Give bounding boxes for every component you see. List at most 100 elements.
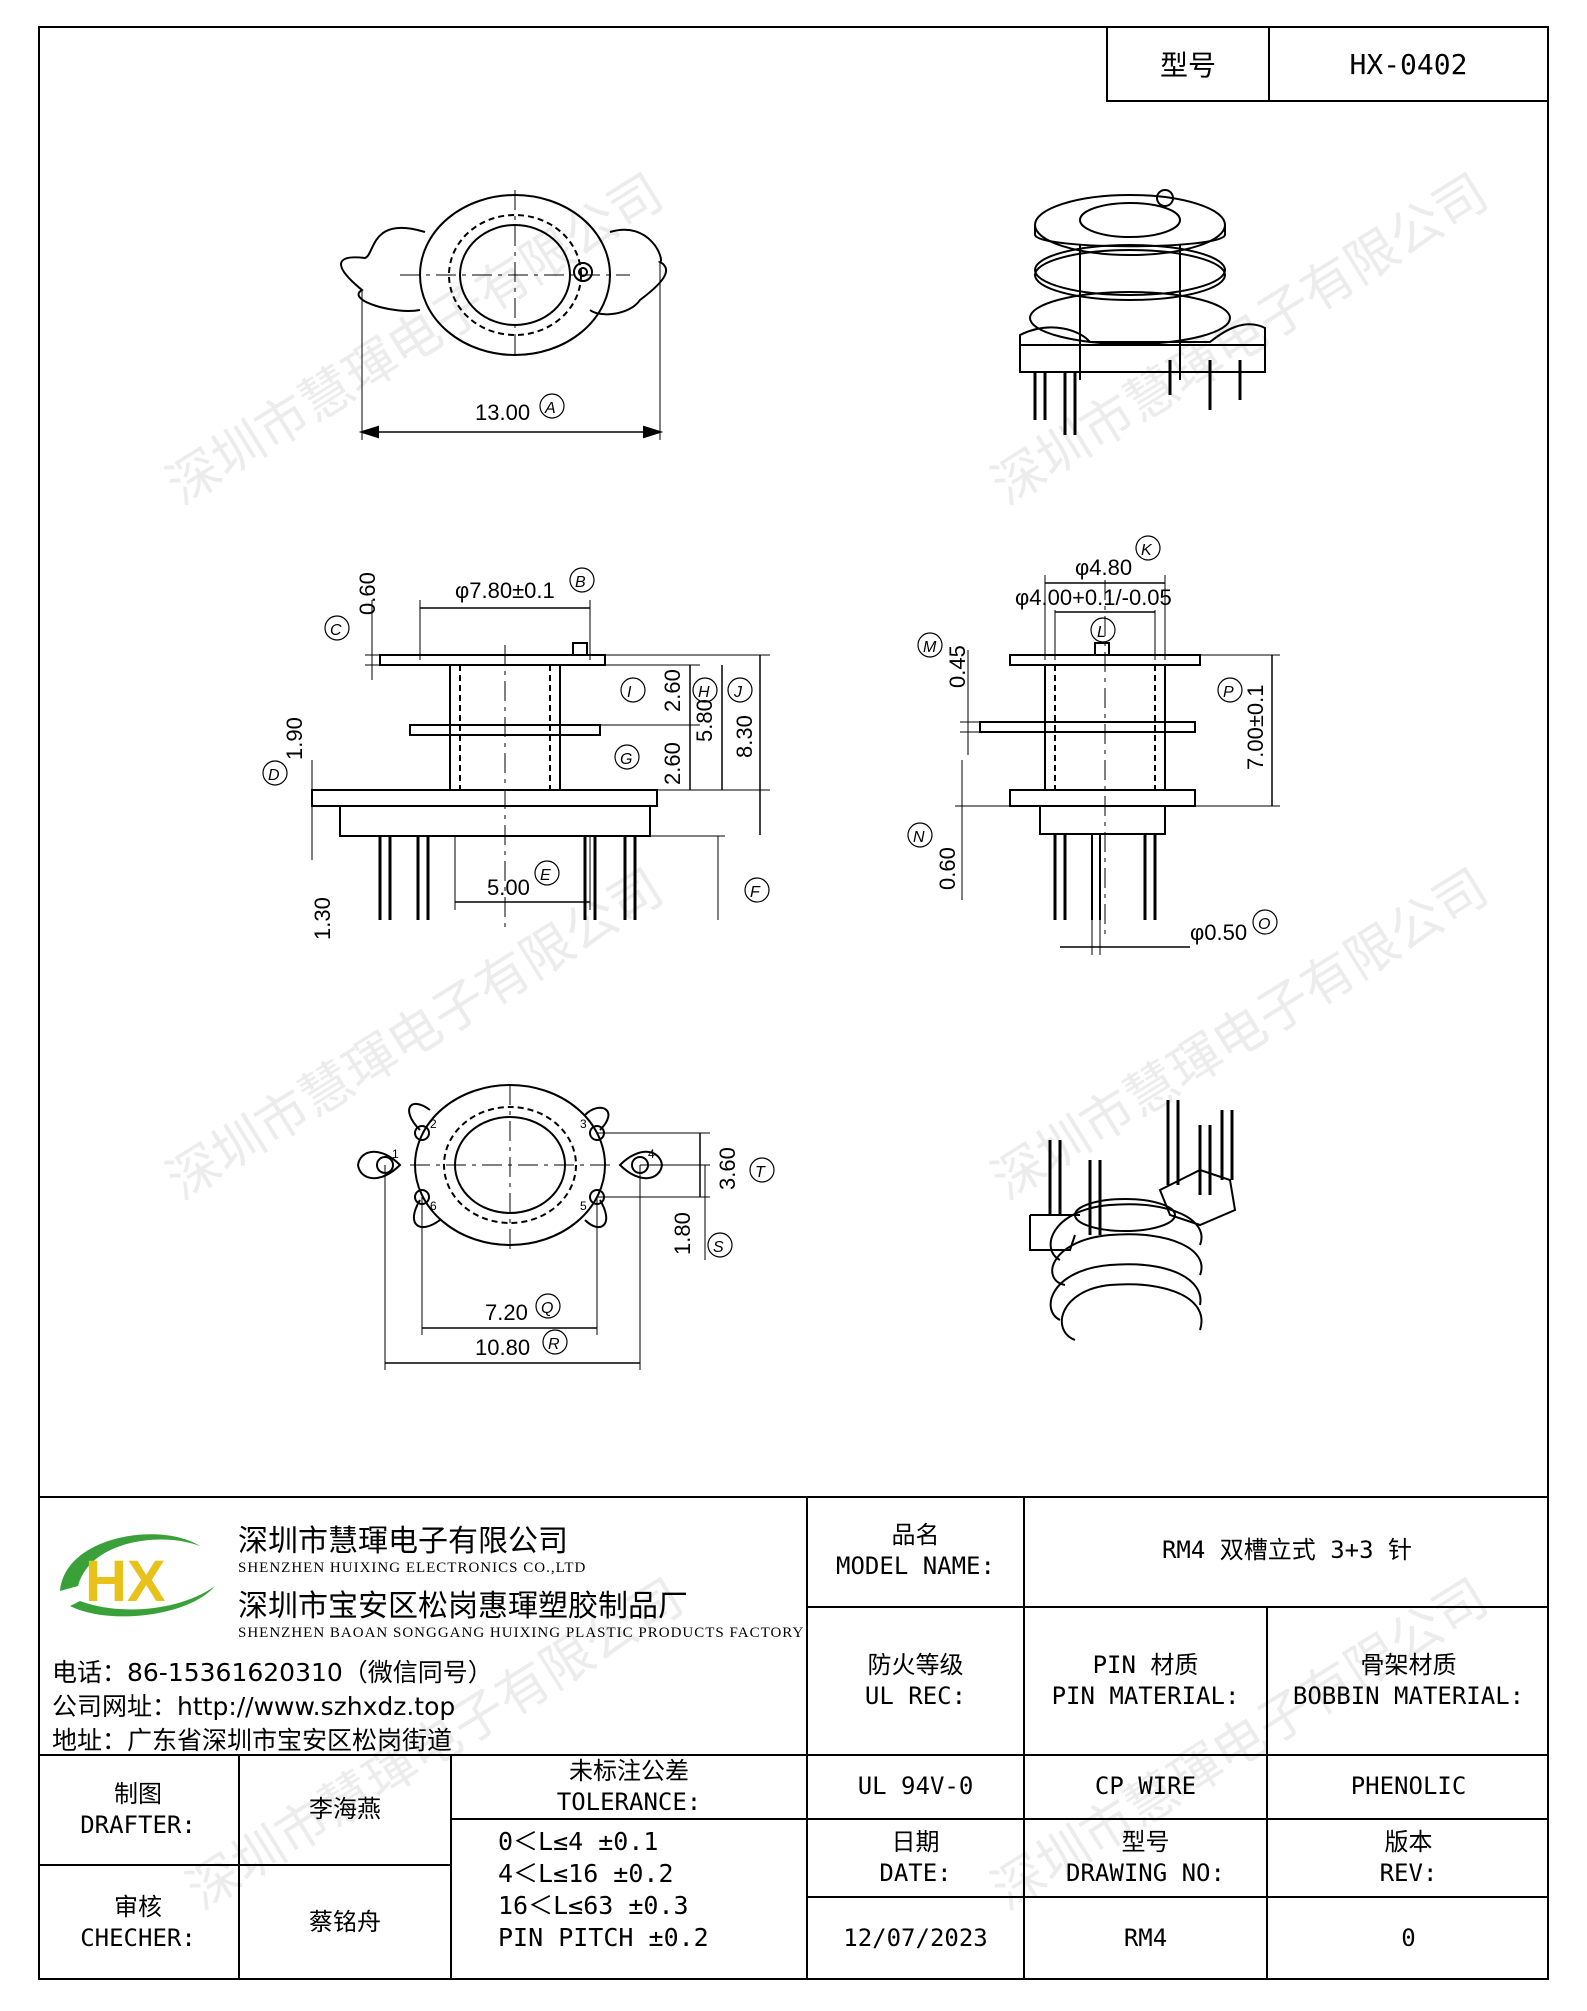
label-cn: 防火等级 (867, 1650, 964, 1679)
dim-tag: B (575, 574, 586, 591)
label-cn: 日期 (891, 1827, 940, 1856)
bobbin-material-label: 骨架材质 BOBBIN MATERIAL: (1268, 1608, 1549, 1754)
dim-pin-space: 5.00 (487, 875, 530, 900)
label-en: DATE: (879, 1859, 952, 1887)
bottom-view: 1 2 3 4 5 6 3.60 T 1.80 S 7.20 Q 10.80 R (356, 1084, 775, 1370)
website: 公司网址：http://www.szhxdz.top (52, 1692, 456, 1721)
pin-number: 2 (430, 1117, 437, 1131)
drafter-name: 李海燕 (309, 1795, 381, 1824)
label-en: MODEL NAME: (836, 1552, 995, 1580)
dim-inner-dia: φ4.00+0.1/-0.05 (1015, 585, 1172, 610)
dim-top-width: 13.00 (475, 400, 530, 425)
company-name-cn: 深圳市慧琿电子有限公司 (238, 1524, 568, 1559)
pin-number: 3 (580, 1117, 587, 1131)
dim-pin-len: 1.30 (310, 897, 335, 940)
dim-tag: Q (541, 1300, 553, 1317)
factory-name-cn: 深圳市宝安区松岗惠琿塑胶制品厂 (238, 1589, 688, 1624)
pin-material-label: PIN 材质 PIN MATERIAL: (1025, 1608, 1266, 1754)
date-value: 12/07/2023 (843, 1924, 988, 1953)
side-view: φ7.80±0.1 B 0.60 C 1.90 D 1.30 5.00 E F (262, 567, 770, 940)
dim-pitch-large: 10.80 (475, 1335, 530, 1360)
dim-tag: P (1223, 684, 1234, 701)
dim-tag: I (627, 684, 632, 701)
model-name-label: 品名 MODEL NAME: (808, 1496, 1023, 1606)
front-view: φ4.80 K φ4.00+0.1/-0.05 L 0.45 M 0.60 N … (907, 535, 1280, 955)
label-cn: 型号 (1121, 1827, 1170, 1856)
logo-text: HX (85, 1549, 166, 1614)
dim-flange-thk: 0.60 (355, 572, 380, 615)
dim-pitch-small: 7.20 (485, 1300, 528, 1325)
dim-tag: F (750, 884, 761, 901)
label-en: DRAFTER: (80, 1811, 196, 1839)
dim-slot1: 2.60 (660, 669, 685, 712)
drawing-no-label: 型号 DRAWING NO: (1025, 1820, 1266, 1896)
label-cn: 审核 (114, 1892, 162, 1921)
dim-rib: 0.45 (945, 645, 970, 688)
tolerance-table: 0＜L≤4 ±0.1 4＜L≤16 ±0.2 16＜L≤63 ±0.3 PIN … (498, 1826, 709, 1954)
label-en: UL REC: (864, 1682, 967, 1710)
label-cn: 制图 (114, 1779, 162, 1808)
top-view: 13.00 A (340, 190, 668, 440)
drafter-label: 制图 DRAFTER: (38, 1756, 238, 1864)
dim-height7: 7.00±0.1 (1243, 685, 1268, 770)
date-label: 日期 DATE: (808, 1820, 1023, 1896)
tolerance-line: 0＜L≤4 ±0.1 (498, 1827, 659, 1856)
dim-tag: O (1258, 916, 1270, 933)
dim-h-mid: 5.80 (692, 699, 717, 742)
dim-tag: E (540, 867, 551, 884)
dim-tag: L (1097, 624, 1106, 641)
contact-info: 电话：86-15361620310（微信同号） 公司网址：http://www.… (52, 1656, 493, 1758)
dim-tag: D (268, 767, 280, 784)
label-en: BOBBIN MATERIAL: (1292, 1682, 1525, 1710)
dim-outer-dia: φ4.80 (1075, 555, 1132, 580)
model-label: 型号 (1108, 28, 1270, 100)
label-en: TOLERANCE: (556, 1788, 702, 1816)
label-en: PIN MATERIAL: (1051, 1682, 1240, 1710)
dim-h-total: 8.30 (732, 715, 757, 758)
label-cn: PIN 材质 (1092, 1650, 1199, 1679)
checker-label: 审核 CHECHER: (38, 1866, 238, 1980)
phone: 电话：86-15361620310（微信同号） (52, 1658, 493, 1687)
dim-tag: T (755, 1164, 766, 1181)
dim-tag: R (548, 1336, 560, 1353)
tolerance-line: 16＜L≤63 ±0.3 (498, 1891, 689, 1920)
dim-tag: G (620, 751, 632, 768)
bobbin-material-value: PHENOLIC (1350, 1772, 1467, 1801)
pin-number: 6 (430, 1199, 437, 1213)
label-en: DRAWING NO: (1066, 1859, 1225, 1887)
dim-tag: M (923, 639, 937, 656)
iso-view-top (1019, 189, 1266, 435)
dim-tag: H (698, 684, 710, 701)
ul-rec-value: UL 94V-0 (857, 1772, 974, 1801)
dim-tag: N (913, 829, 925, 846)
model-number-box: 型号 HX-0402 (1106, 26, 1549, 102)
label-cn: 骨架材质 (1360, 1650, 1457, 1679)
title-block: HX 深圳市慧琿电子有限公司 SHENZHEN HUIXING ELECTRON… (38, 1496, 1549, 1980)
company-info: 深圳市慧琿电子有限公司 SHENZHEN HUIXING ELECTRONICS… (238, 1516, 804, 1646)
dim-row-off: 1.80 (670, 1212, 695, 1255)
tolerance-label: 未标注公差 TOLERANCE: (452, 1756, 806, 1818)
rev-value: 0 (1401, 1924, 1416, 1953)
factory-name-en: SHENZHEN BAOAN SONGGANG HUIXING PLASTIC … (238, 1625, 805, 1641)
label-cn: 版本 (1384, 1827, 1433, 1856)
dim-tag: J (733, 684, 743, 701)
dim-base2: 0.60 (935, 847, 960, 890)
drawing-frame (38, 26, 1549, 1980)
dim-bobbin-dia: φ7.80±0.1 (455, 578, 555, 603)
company-name-en: SHENZHEN HUIXING ELECTRONICS CO.,LTD (238, 1560, 587, 1576)
drawing-no-value: RM4 (1123, 1924, 1168, 1953)
pin-number: 1 (392, 1147, 399, 1161)
iso-view-bottom (1029, 1100, 1237, 1341)
dim-tag: A (544, 400, 556, 417)
pin-number: 5 (580, 1199, 587, 1213)
pin-material-value: CP WIRE (1094, 1772, 1197, 1801)
dim-tag: C (330, 622, 342, 639)
dim-slot2: 2.60 (660, 742, 685, 785)
technical-drawing: 13.00 A (262, 189, 1280, 1370)
company-logo: HX (60, 1534, 215, 1617)
tolerance-line: PIN PITCH ±0.2 (498, 1923, 709, 1952)
checker-name: 蔡铭舟 (309, 1908, 381, 1937)
tolerance-line: 4＜L≤16 ±0.2 (498, 1859, 674, 1888)
ul-rec-label: 防火等级 UL REC: (808, 1608, 1023, 1754)
dim-base-thk: 1.90 (282, 717, 307, 760)
